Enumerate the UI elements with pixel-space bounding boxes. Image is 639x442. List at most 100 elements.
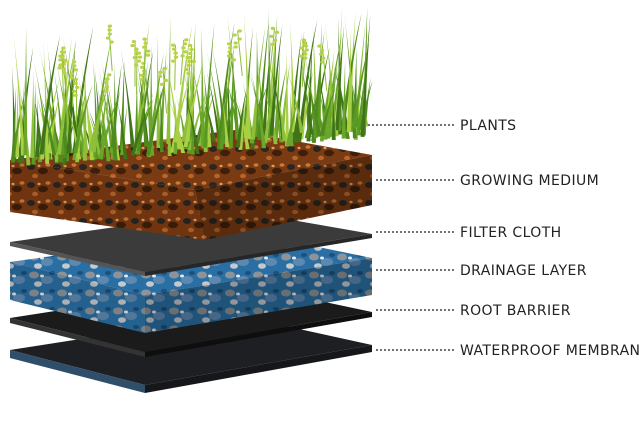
grass-blade — [279, 61, 291, 137]
grass-blade — [323, 32, 343, 140]
seed-head — [298, 38, 307, 86]
grass-blade — [292, 94, 301, 143]
grass-blade — [228, 47, 234, 148]
grass-blade — [98, 93, 120, 158]
growing-medium-block — [10, 130, 372, 240]
grass-blade — [346, 27, 352, 133]
seed-head — [71, 77, 80, 125]
grass-blade — [221, 92, 230, 148]
grass-blade — [236, 87, 247, 148]
grass-blade — [269, 13, 278, 138]
grass-blade — [31, 80, 36, 165]
grass-blade — [210, 41, 228, 139]
seed-head — [180, 38, 189, 85]
seed-head — [105, 24, 114, 72]
label-root-barrier: ROOT BARRIER — [460, 303, 571, 319]
grass-blade — [130, 108, 149, 156]
grass-blade — [134, 22, 150, 151]
grass-blade — [73, 84, 93, 154]
plants-seed-heads — [57, 24, 328, 125]
grass-blade — [33, 93, 44, 155]
label-plants: PLANTS — [460, 118, 516, 134]
grass-blade — [119, 43, 135, 148]
grass-blade — [119, 104, 128, 156]
grass-blade — [299, 58, 322, 137]
seed-head — [184, 55, 193, 103]
grass-blade — [11, 86, 17, 163]
seed-head — [142, 37, 151, 85]
grass-blade — [182, 84, 200, 154]
grass-blade — [205, 44, 224, 144]
grass-blade — [284, 62, 304, 134]
grass-blade — [357, 73, 366, 127]
grass-blade — [181, 82, 197, 142]
grass-blade — [290, 21, 296, 133]
grass-blade — [43, 40, 50, 164]
label-drainage-layer: DRAINAGE LAYER — [460, 263, 587, 279]
seed-head — [232, 29, 243, 77]
grass-blade — [360, 14, 371, 137]
grass-blade — [23, 27, 28, 156]
grass-blade — [319, 63, 334, 142]
seed-head — [69, 60, 79, 107]
grass-blade — [146, 87, 165, 156]
grass-blade — [263, 78, 277, 144]
grass-blade — [181, 62, 197, 142]
grass-blade — [79, 56, 94, 161]
grass-blade — [257, 20, 269, 141]
seed-head — [187, 43, 197, 91]
grass-blade — [96, 57, 115, 159]
grass-blade — [219, 44, 235, 150]
seed-head — [134, 47, 143, 95]
grass-blade — [112, 64, 117, 156]
grass-blade — [269, 24, 283, 136]
seed-head — [269, 26, 280, 74]
labels-group: PLANTS GROWING MEDIUM FILTER CLOTH DRAIN… — [368, 118, 639, 359]
grass-blade — [351, 42, 370, 129]
grass-blade — [189, 22, 196, 142]
grass-blade — [39, 34, 61, 155]
grass-blade — [62, 31, 79, 152]
grass-blade — [84, 99, 106, 157]
grass-blade — [341, 59, 346, 139]
seed-head — [58, 55, 68, 103]
grass-blade — [285, 48, 290, 147]
grass-blade — [316, 22, 322, 137]
grass-blade — [319, 88, 335, 136]
grass-blade — [340, 12, 362, 129]
grass-blade — [85, 104, 103, 156]
grass-blade — [250, 26, 266, 140]
plants-grass — [10, 6, 373, 166]
seed-head — [157, 66, 169, 114]
grass-blade — [203, 60, 223, 148]
grass-blade — [42, 87, 64, 163]
grass-blade — [166, 16, 171, 144]
label-waterproof-membrane: WATERPROOF MEMBRANE — [460, 343, 639, 359]
grass-blade — [243, 10, 252, 139]
grass-blade — [183, 62, 204, 148]
grass-blade — [88, 83, 110, 152]
seed-head — [317, 44, 328, 92]
grass-blade — [134, 75, 139, 149]
grass-blade — [202, 91, 217, 142]
grass-blade — [12, 30, 26, 156]
grass-blade — [335, 24, 345, 131]
label-filter-cloth: FILTER CLOTH — [460, 225, 562, 241]
grass-blade — [361, 6, 368, 133]
seed-head — [171, 43, 179, 91]
grass-blade — [116, 97, 128, 160]
label-growing-medium: GROWING MEDIUM — [460, 173, 599, 189]
grass-blade — [30, 70, 35, 158]
grass-blade — [331, 89, 336, 141]
grass-blade — [334, 7, 343, 137]
grass-blade — [274, 84, 287, 142]
seed-head — [103, 73, 112, 120]
grass-blade — [95, 78, 111, 162]
grass-blade — [99, 51, 118, 161]
grass-blade — [248, 61, 267, 148]
grass-blade — [166, 91, 186, 153]
grass-blade — [119, 60, 125, 151]
grass-blade — [297, 18, 318, 143]
filter-cloth-layer — [10, 210, 372, 276]
grass-blade — [202, 23, 215, 148]
